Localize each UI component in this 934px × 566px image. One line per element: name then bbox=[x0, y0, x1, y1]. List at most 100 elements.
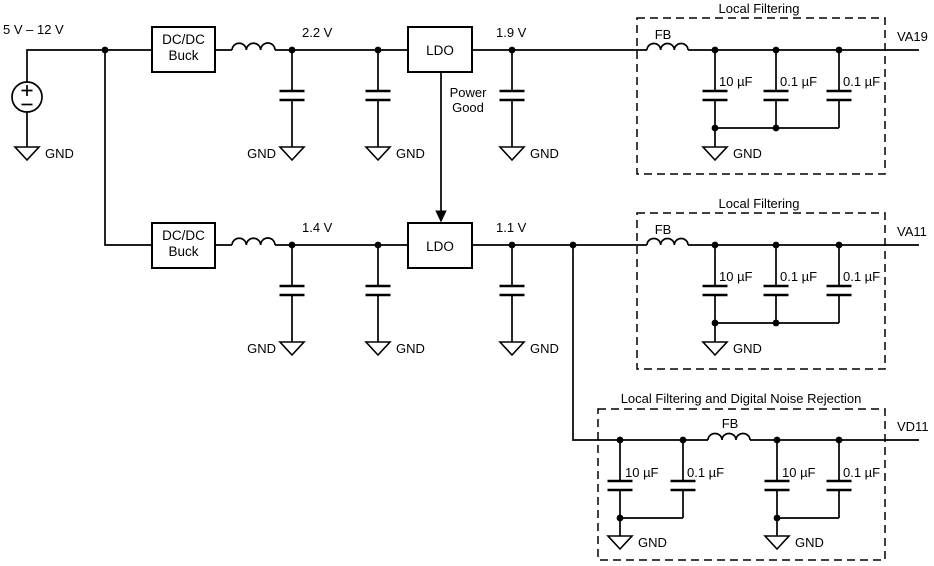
cap-vd11-0p1uf-a-label: 0.1 µF bbox=[687, 465, 724, 480]
gnd-triangle-icon bbox=[701, 341, 729, 357]
filter-title-va11: Local Filtering bbox=[719, 196, 800, 211]
junction-dot bbox=[772, 124, 780, 132]
va11-output-label: VA11 bbox=[897, 224, 927, 239]
junction-dot bbox=[616, 514, 624, 522]
inductor-buck1-icon bbox=[231, 42, 276, 51]
junction-dot bbox=[835, 241, 843, 249]
gnd-triangle-icon bbox=[278, 146, 306, 162]
gnd-symbol-cap-1v1: GND bbox=[498, 341, 559, 357]
gnd-symbol-va11-filter: GND bbox=[701, 323, 762, 357]
rail2-wire bbox=[104, 50, 919, 246]
cap-va19-10uf bbox=[702, 50, 728, 128]
gnd-label: GND bbox=[396, 341, 425, 356]
gnd-triangle-icon bbox=[498, 341, 526, 357]
ferrite-bead-va19-icon bbox=[646, 42, 689, 51]
rail2-post-ldo-voltage: 1.1 V bbox=[496, 220, 527, 235]
gnd-label: GND bbox=[247, 146, 276, 161]
cap-1v9 bbox=[499, 50, 525, 147]
junction-dot bbox=[288, 241, 296, 249]
cap-vd11-10uf-b-label: 10 µF bbox=[782, 465, 816, 480]
cap-va19-10uf-label: 10 µF bbox=[719, 74, 753, 89]
rail1-pre-ldo-voltage: 2.2 V bbox=[302, 25, 333, 40]
ldo2-block: LDO bbox=[407, 222, 473, 269]
ferrite-bead-vd11-label: FB bbox=[722, 416, 739, 431]
gnd-symbol-cap-1v4-a: GND bbox=[247, 341, 306, 357]
junction-dot bbox=[569, 241, 577, 249]
junction-dot bbox=[508, 46, 516, 54]
ferrite-bead-va19-label: FB bbox=[655, 27, 672, 42]
cap-2v2-b bbox=[365, 50, 391, 147]
dcdc-buck2-box bbox=[151, 222, 216, 269]
gnd-triangle-icon bbox=[763, 535, 791, 551]
gnd-symbol-cap-2v2-b: GND bbox=[364, 146, 425, 162]
cap-vd11-0p1uf-b-label: 0.1 µF bbox=[843, 465, 880, 480]
gnd-triangle-icon bbox=[364, 146, 392, 162]
junction-dot bbox=[711, 241, 719, 249]
gnd-label: GND bbox=[396, 146, 425, 161]
cap-vd11-10uf-a-label: 10 µF bbox=[625, 465, 659, 480]
gnd-label: GND bbox=[45, 146, 74, 161]
cap-1v1 bbox=[499, 245, 525, 342]
cap-1v4-a bbox=[279, 245, 305, 342]
dcdc-buck1-label-line2: Buck bbox=[168, 48, 198, 63]
digital-filtering-box-vd11 bbox=[597, 408, 886, 561]
junction-dot bbox=[772, 319, 780, 327]
junction-dot bbox=[711, 46, 719, 54]
filter-title-vd11: Local Filtering and Digital Noise Reject… bbox=[621, 391, 862, 406]
dcdc-buck1-box bbox=[151, 26, 216, 73]
gnd-symbol-vd11-right: GND bbox=[763, 518, 824, 551]
junction-dot bbox=[711, 319, 719, 327]
cap-vd11-0p1uf-b bbox=[826, 440, 852, 518]
rail1-wire bbox=[26, 49, 919, 82]
junction-dot bbox=[101, 46, 109, 54]
gnd-triangle-icon bbox=[13, 146, 41, 162]
ldo2-label: LDO bbox=[426, 239, 454, 254]
dcdc-buck2-label-line2: Buck bbox=[168, 244, 198, 259]
cap-va11-10uf-label: 10 µF bbox=[719, 269, 753, 284]
gnd-label: GND bbox=[733, 341, 762, 356]
gnd-symbol-cap-2v2-a: GND bbox=[247, 146, 306, 162]
junction-dot bbox=[773, 514, 781, 522]
gnd-symbol-cap-1v4-b: GND bbox=[364, 341, 425, 357]
cap-va11-0p1uf-b-label: 0.1 µF bbox=[843, 269, 880, 284]
junction-dot bbox=[374, 46, 382, 54]
ldo1-box bbox=[407, 26, 473, 73]
cap-va11-0p1uf-a-label: 0.1 µF bbox=[780, 269, 817, 284]
cap-vd11-0p1uf-a bbox=[670, 440, 696, 518]
ferrite-bead-va11-label: FB bbox=[655, 222, 672, 237]
dcdc-buck2-block: DC/DC Buck bbox=[151, 222, 216, 269]
gnd-triangle-icon bbox=[364, 341, 392, 357]
ldo1-label: LDO bbox=[426, 43, 454, 58]
dcdc-buck2-label-line1: DC/DC bbox=[162, 228, 205, 243]
power-good-arrowhead-icon bbox=[435, 210, 447, 223]
dcdc-buck1-block: DC/DC Buck bbox=[151, 26, 216, 73]
ferrite-bead-vd11-icon bbox=[707, 432, 751, 441]
gnd-symbol-va19-filter: GND bbox=[701, 128, 762, 162]
cap-1v4-b bbox=[365, 245, 391, 342]
source-voltage-label: 5 V – 12 V bbox=[3, 22, 64, 37]
filter-title-va19: Local Filtering bbox=[719, 1, 800, 16]
gnd-triangle-icon bbox=[278, 341, 306, 357]
rail1-post-ldo-voltage: 1.9 V bbox=[496, 25, 527, 40]
gnd-triangle-icon bbox=[701, 146, 729, 162]
gnd-symbol-source: GND bbox=[13, 146, 74, 162]
vd11-output-label: VD11 bbox=[897, 419, 929, 434]
cap-va11-0p1uf-a bbox=[763, 245, 789, 323]
local-filtering-box-va11 bbox=[636, 212, 886, 370]
power-good-label-line2: Good bbox=[452, 100, 484, 115]
gnd-label: GND bbox=[530, 341, 559, 356]
gnd-label: GND bbox=[247, 341, 276, 356]
dcdc-buck1-label-line1: DC/DC bbox=[162, 32, 205, 47]
junction-dot bbox=[288, 46, 296, 54]
junction-dot bbox=[772, 46, 780, 54]
cap-va19-0p1uf-a bbox=[763, 50, 789, 128]
ldo1-block: LDO bbox=[407, 26, 473, 73]
cap-vd11-10uf-a bbox=[607, 440, 633, 518]
power-good-label-line1: Power bbox=[450, 85, 488, 100]
gnd-label: GND bbox=[530, 146, 559, 161]
cap-va11-0p1uf-b bbox=[826, 245, 852, 323]
gnd-label: GND bbox=[638, 535, 667, 550]
cap-va19-0p1uf-b-label: 0.1 µF bbox=[843, 74, 880, 89]
rail2-pre-ldo-voltage: 1.4 V bbox=[302, 220, 333, 235]
